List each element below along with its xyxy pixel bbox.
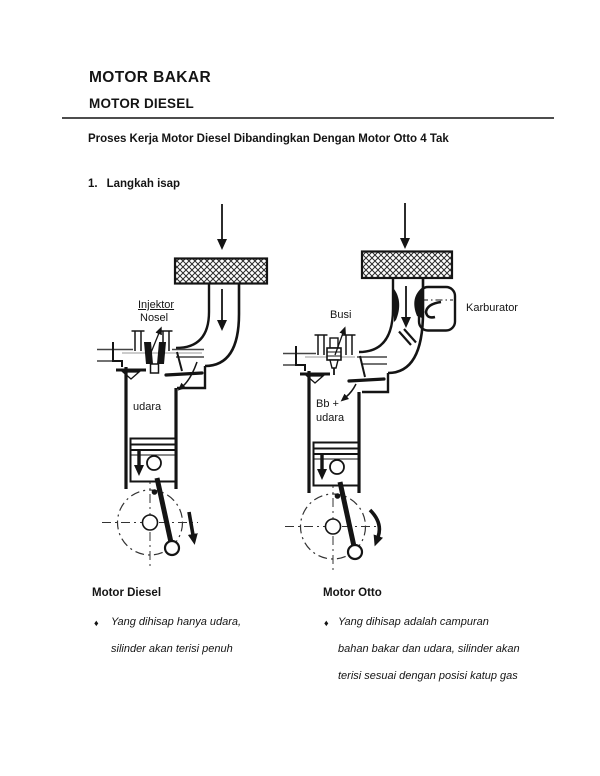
- otto-cylinder-content-label-2: udara: [316, 412, 345, 424]
- air-filter: [360, 250, 454, 280]
- injector-nozzle: [149, 363, 160, 374]
- page-title: MOTOR BAKAR: [89, 69, 212, 86]
- diesel-cylinder-content-label: udara: [133, 401, 162, 413]
- diesel-point-line-1: Yang dihisap hanya udara,: [111, 616, 242, 628]
- section-title: Langkah isap: [106, 178, 181, 190]
- throttle-valve: [398, 330, 412, 346]
- flow-into-cylinder-arrow: [177, 361, 198, 391]
- air-filter: [173, 257, 269, 285]
- flow-into-cylinder-arrow: [340, 383, 357, 402]
- venturi-wedge-left: [394, 289, 400, 322]
- spark-plug-label: Busi: [330, 309, 352, 321]
- float-chamber: [417, 285, 457, 332]
- intake-valve-open: [347, 377, 386, 383]
- carburetor-label: Karburator: [466, 302, 518, 314]
- injector-body: [144, 342, 153, 364]
- bullet-diamond: ♦: [94, 618, 99, 628]
- diesel-comparison-title: Motor Diesel: [92, 587, 162, 599]
- otto-cylinder-content-label-1: Bb +: [316, 398, 339, 410]
- intake-pipe-outer: [387, 278, 425, 375]
- section-heading: 1. Langkah isap: [88, 178, 180, 192]
- bullet-diamond: ♦: [324, 618, 329, 628]
- otto-comparison-title: Motor Otto: [323, 587, 382, 599]
- otto-point-line-3: terisi sesuai dengan posisi katup gas: [338, 670, 518, 682]
- section-number: 1.: [88, 178, 98, 190]
- nozzle-label: Nosel: [140, 312, 169, 324]
- otto-cylinder-head: [283, 334, 390, 402]
- intake-pipe-inner: [175, 283, 211, 350]
- intake-valve-open: [164, 371, 204, 377]
- page-subtitle: MOTOR DIESEL: [89, 96, 194, 111]
- diesel-point-line-2: silinder akan terisi penuh: [111, 643, 233, 655]
- horizontal-rule: [62, 117, 554, 119]
- fuel-jet: [424, 300, 442, 319]
- diesel-cylinder-head: [97, 330, 207, 391]
- otto-point-line-2: bahan bakar dan udara, silinder akan: [338, 643, 520, 655]
- crank-rotation-arrow: [368, 508, 384, 547]
- otto-intake-diagram: [283, 203, 457, 574]
- diesel-intake-diagram: [97, 204, 269, 570]
- intake-pipe-inner: [358, 278, 395, 354]
- intake-pipe-outer: [204, 283, 241, 368]
- process-heading: Proses Kerja Motor Diesel Dibandingkan D…: [88, 133, 449, 145]
- spark-plug: [329, 337, 339, 349]
- crank-rotation-arrow: [187, 511, 198, 545]
- otto-point-line-1: Yang dihisap adalah campuran: [338, 616, 489, 628]
- spark-plug-label-arrow: [334, 326, 346, 356]
- diesel-cylinder-assembly: [102, 367, 198, 570]
- injector-label-arrow: [149, 326, 162, 356]
- venturi-wedge-right: [414, 288, 422, 318]
- injector-label: Injektor: [138, 299, 175, 311]
